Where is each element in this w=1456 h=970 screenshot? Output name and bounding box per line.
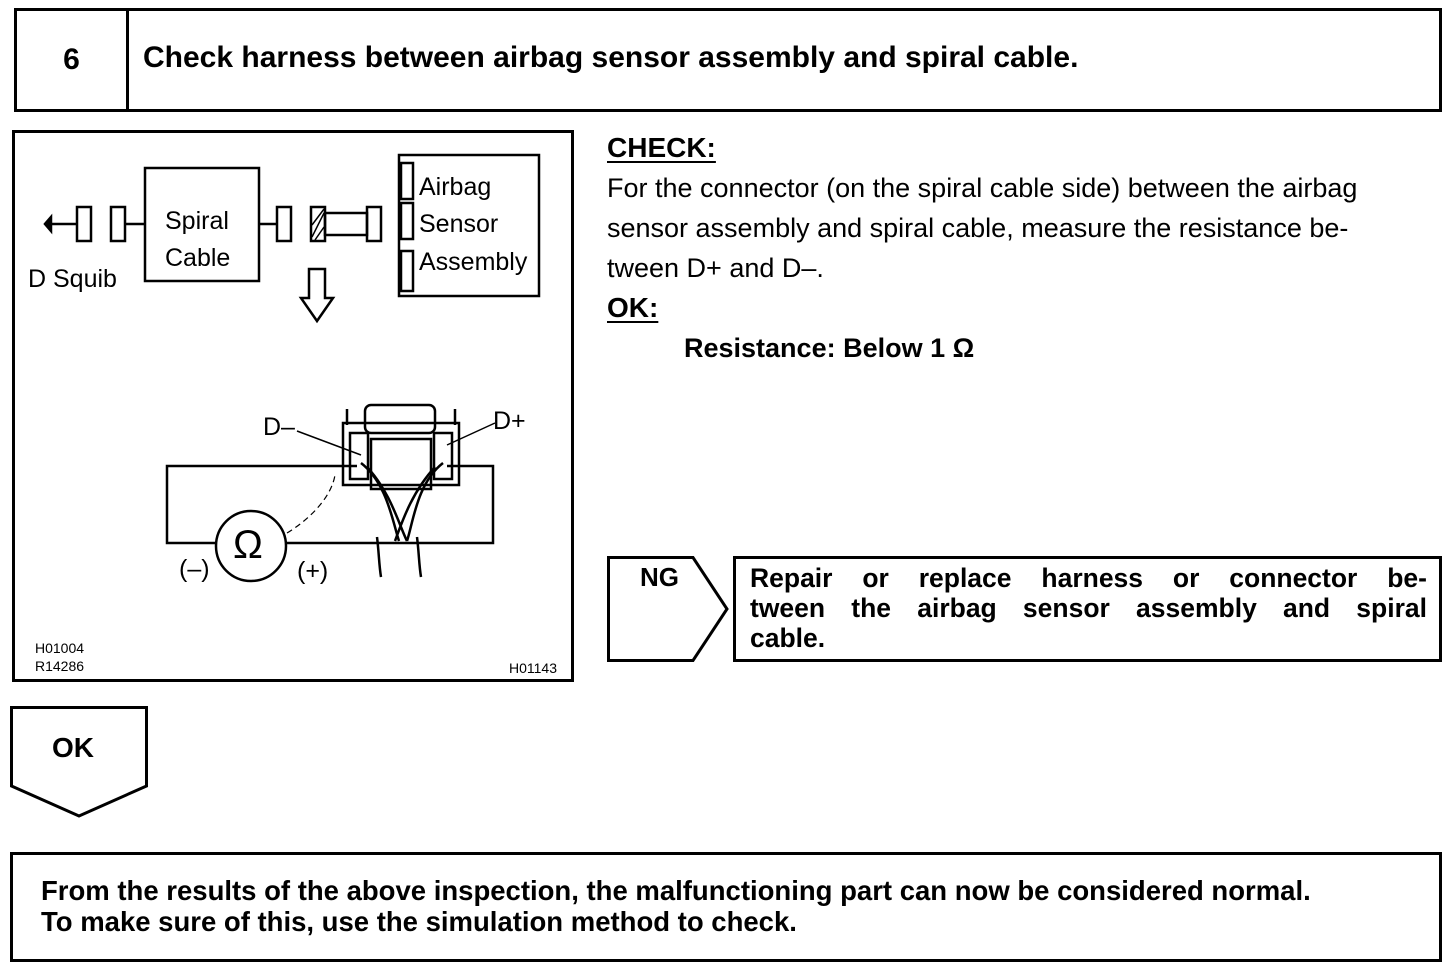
sensor-label: Sensor — [419, 210, 499, 238]
meter-positive-label: (+) — [297, 557, 329, 585]
step-title: Check harness between airbag sensor asse… — [143, 41, 1079, 74]
resistance-spec: Resistance: Below 1 Ω — [684, 333, 975, 363]
conclusion-line: To make sure of this, use the simulation… — [41, 906, 797, 937]
check-text-line: tween D+ and D–. — [607, 253, 824, 283]
spiral-left-connector — [109, 205, 127, 243]
sensor-side-connector — [365, 205, 383, 243]
ng-action-line: cable. — [750, 623, 826, 653]
meter-negative-label: (–) — [179, 555, 210, 583]
check-text-line: sensor assembly and spiral cable, measur… — [607, 213, 1349, 243]
airbag-label: Airbag — [419, 173, 492, 201]
assembly-label: Assembly — [419, 248, 528, 276]
d-minus-label: D– — [263, 413, 295, 441]
conclusion-line: From the results of the above inspection… — [41, 875, 1311, 906]
airbag-sensor-box — [397, 153, 541, 298]
ng-action-box: Repair or replace harness or connector b… — [733, 556, 1442, 662]
wire-harness-segment — [323, 211, 369, 237]
cable-label: Cable — [165, 244, 231, 272]
figure-code-2: R14286 — [35, 658, 85, 674]
ng-action-line: tween the airbag sensor assembly and spi… — [750, 593, 1427, 623]
figure-code-3: H01143 — [509, 660, 558, 676]
step-header: 6 Check harness between airbag sensor as… — [14, 8, 1442, 112]
conclusion-box: From the results of the above inspection… — [10, 852, 1442, 962]
ng-label: NG — [640, 562, 679, 592]
ok-label: OK — [52, 732, 94, 763]
ok-arrow-tag — [10, 706, 148, 818]
wiring-figure: Airbag Sensor Assembly Spiral Cable D Sq… — [12, 130, 574, 682]
figure-code-1: H01004 — [35, 640, 85, 656]
check-section: CHECK: For the connector (on the spiral … — [607, 128, 1447, 368]
d-plus-label: D+ — [493, 407, 526, 435]
check-heading: CHECK: — [607, 132, 716, 163]
d-squib-terminal — [43, 213, 53, 235]
spiral-right-connector — [275, 205, 293, 243]
spiral-label: Spiral — [165, 207, 229, 235]
step-number: 6 — [17, 11, 129, 109]
down-arrow-icon — [298, 267, 336, 324]
meter-lead-positive — [287, 464, 495, 545]
ok-heading: OK: — [607, 292, 659, 323]
check-text-line: For the connector (on the spiral cable s… — [607, 173, 1358, 203]
meter-lead-negative — [165, 464, 357, 545]
wiring-diagram-illustration — [43, 153, 541, 583]
ng-arrow-tag — [607, 556, 729, 662]
d-squib-connector — [75, 205, 93, 243]
ohmmeter-circle — [214, 509, 288, 583]
ohm-symbol: Ω — [233, 523, 263, 567]
d-squib-label: D Squib — [28, 265, 117, 293]
ng-action-line: Repair or replace harness or connector b… — [750, 563, 1427, 593]
